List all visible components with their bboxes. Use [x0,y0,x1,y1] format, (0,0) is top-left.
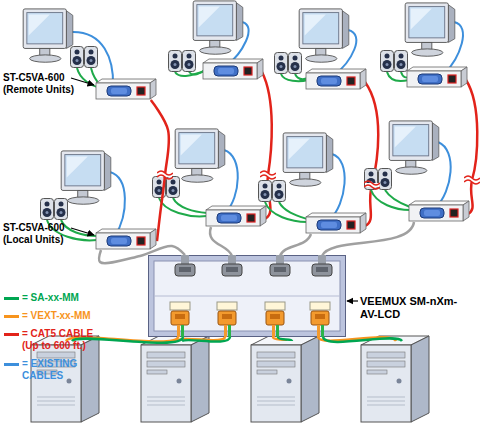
legend-swatch [4,363,19,366]
audio-cable [159,198,207,216]
cat5-cables [262,72,477,226]
audio-cable [265,202,307,222]
audio-cable [387,72,409,81]
monitor [61,151,111,204]
audio-cable [385,190,410,207]
video-cable [224,150,238,212]
computer [141,336,209,422]
audio-cable [281,74,308,81]
monitor [389,121,439,174]
leader-arrow [71,78,94,85]
speaker [379,169,392,190]
leader-arrow [71,228,94,235]
video-cable [110,172,125,236]
sa-cable [182,337,230,342]
sa-cable [278,337,292,341]
speaker [381,51,394,72]
leader-arrow [347,300,358,301]
audio-cables [47,68,410,240]
sa-cable [323,337,402,342]
audio-cable [371,190,410,210]
monitor [405,3,455,56]
local-unit [206,206,266,226]
speaker [41,199,54,220]
speaker [169,51,182,72]
speaker [259,181,272,202]
legend-item: = VEXT-xx-MM [4,310,106,322]
computer [251,336,319,422]
label-block: ST-C5VA-600 (Remote Units) [3,72,81,96]
monitor [23,9,73,62]
computer [361,336,429,422]
cable-break [364,181,380,189]
callout-label: ST-C5VA-600 (Local Units) [3,222,81,246]
legend-swatch [4,297,19,300]
remote-unit-shape [96,79,156,99]
local-unit [306,213,366,233]
monitor [299,9,349,62]
legend-text: = VEXT-xx-MM [22,310,106,322]
legend-text: = EXISTING CABLES [22,358,106,382]
legend-text: = CAT5 CABLE (Up to 600 ft.) [22,328,106,352]
video-cable [70,32,113,86]
audio-cable [61,220,97,236]
speaker [395,51,408,72]
speaker [289,53,302,74]
switch-cable [210,227,232,256]
legend-swatch [4,333,19,336]
cat5-cable [466,80,477,214]
monitor [283,133,333,186]
local-unit-shape [96,229,156,249]
monitor [193,1,243,54]
speaker [55,199,68,220]
existing-cables [70,22,463,236]
remote-unit: ST-C5VA-600 (Remote Units) [95,78,157,100]
remote-unit [203,59,263,79]
local-unit: ST-C5VA-600 (Local Units) [95,228,157,250]
speaker [85,47,98,68]
switch-cable [280,234,311,256]
monitor [175,129,225,182]
legend-item: = CAT5 CABLE (Up to 600 ft.) [4,328,106,352]
remote-unit [407,67,467,87]
speaker [71,47,84,68]
speaker [275,53,288,74]
audio-cable [279,202,307,219]
cable-break [464,176,480,184]
kvm-switch: VEEMUX SM-nXm-AV-LCD [148,255,346,337]
speaker [183,51,196,72]
label-block: VEEMUX SM-nXm-AV-LCD [360,295,460,321]
legend: = SA-xx-MM = VEXT-xx-MM = CAT5 CABLE (Up t… [4,292,106,388]
cable-break [260,171,276,179]
audio-cable [173,198,207,213]
remote-unit-shape [95,78,157,100]
legend-item: = SA-xx-MM [4,292,106,304]
legend-text: = SA-xx-MM [22,292,106,304]
remote-unit [306,69,366,89]
sa-cables [72,337,402,343]
legend-item: = EXISTING CABLES [4,358,106,382]
cat5-cable [365,82,378,226]
cable-break [157,171,173,179]
kvm-switch-shape [148,255,346,337]
callout-label: ST-C5VA-600 (Remote Units) [3,72,81,96]
callout-label: VEEMUX SM-nXm-AV-LCD [360,295,460,321]
kvm-switch-shape [149,255,346,337]
label-block: ST-C5VA-600 (Local Units) [3,222,81,246]
local-unit [409,201,469,221]
speaker [273,181,286,202]
local-unit-shape [95,228,157,250]
legend-swatch [4,315,19,318]
